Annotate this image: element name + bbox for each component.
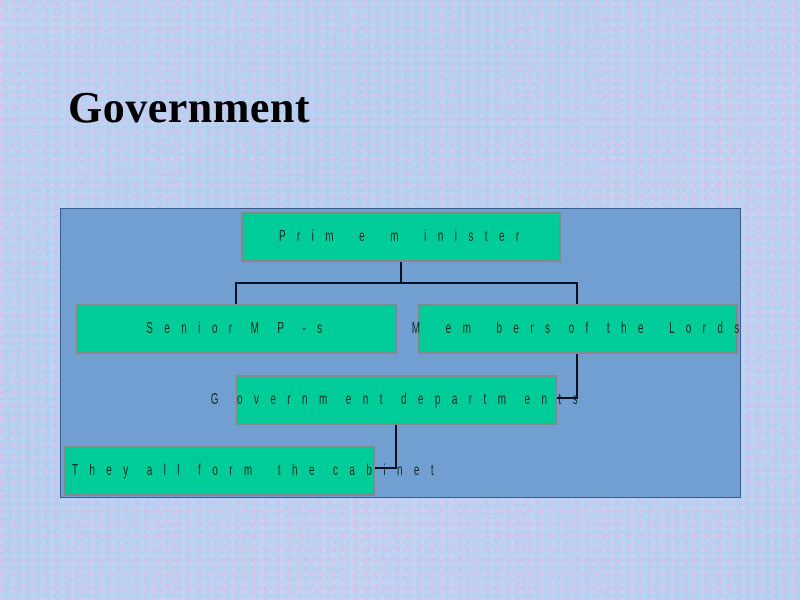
connector-departments-down — [395, 423, 397, 469]
node-senior-mps: S e n i o r M P - s — [76, 304, 397, 354]
node-label: M e m b e r s o f t h e L o r d s — [412, 320, 744, 337]
node-cabinet: T h e y a l l f o r m t h e c a b i n e … — [64, 446, 434, 496]
connector-pm-horizontal — [235, 282, 578, 284]
connector-to-lords — [576, 282, 578, 304]
connector-pm-down — [400, 261, 402, 283]
connector-lords-down — [576, 352, 578, 399]
node-label: P r i m e m i n i s t e r — [278, 228, 524, 245]
node-label: S e n i o r M P - s — [146, 320, 327, 337]
node-label: G o v e r n m e n t d e p a r t m e n t … — [210, 391, 583, 408]
node-government-departments: G o v e r n m e n t d e p a r t m e n t … — [211, 375, 578, 425]
node-prime-minister: P r i m e m i n i s t e r — [241, 212, 561, 262]
slide-title: Government — [68, 83, 311, 132]
node-label: T h e y a l l f o r m t h e c a b i n e … — [72, 462, 438, 479]
connector-to-cabinet — [374, 467, 397, 469]
connector-to-departments — [555, 397, 578, 399]
connector-to-senior-mps — [235, 282, 237, 304]
node-members-of-the-lords: M e m b e r s o f t h e L o r d s — [412, 304, 740, 354]
